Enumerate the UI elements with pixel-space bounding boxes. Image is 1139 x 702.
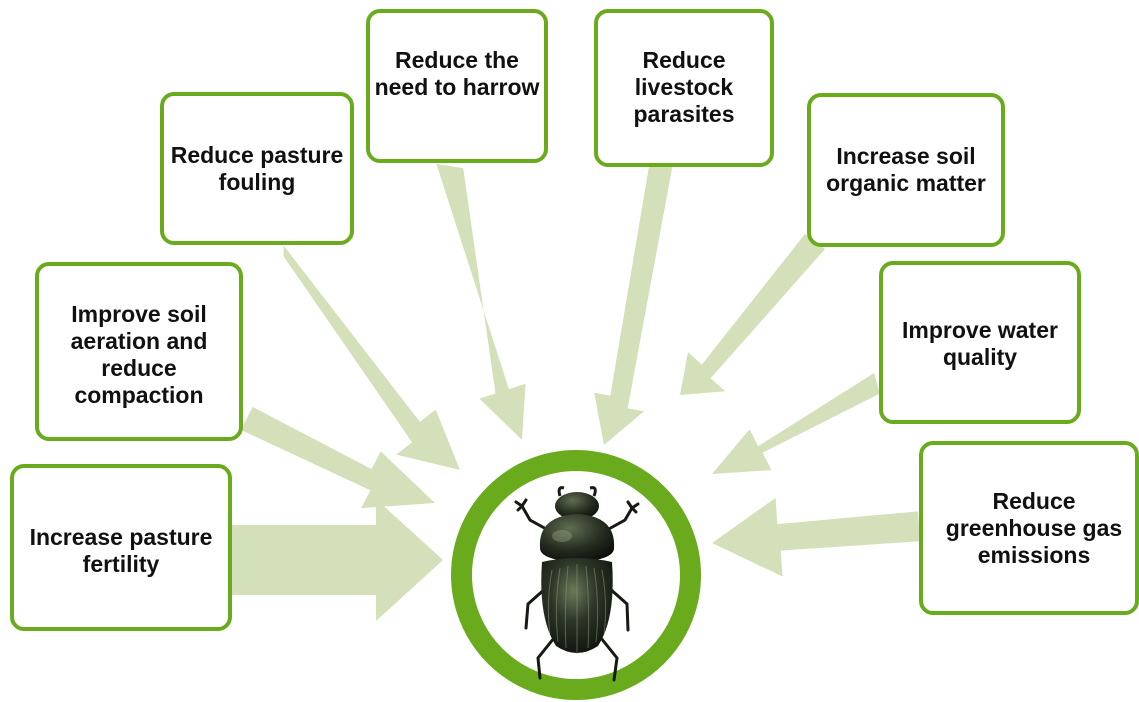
- arrow-from-soil-aeration: [240, 407, 435, 509]
- benefit-label: Reduce livestock parasites: [633, 47, 735, 127]
- arrow-from-greenhouse-gas: [712, 497, 920, 577]
- dung-beetle-icon: [514, 486, 640, 682]
- arrow-from-need-to-harrow: [436, 163, 526, 440]
- benefit-label: Reduce greenhouse gas emissions: [945, 487, 1123, 568]
- benefit-box-water-quality: Improve water quality: [879, 261, 1081, 424]
- arrow-from-pasture-fouling: [283, 245, 460, 470]
- benefit-label: Increase soil organic matter: [826, 143, 986, 196]
- benefit-label: Reduce the need to harrow: [374, 47, 540, 100]
- benefit-box-soil-aeration: Improve soil aeration and reduce compact…: [35, 262, 243, 441]
- arrow-from-pasture-fertility: [232, 499, 443, 621]
- benefit-box-soil-organic-matter: Increase soil organic matter: [807, 93, 1005, 247]
- arrow-from-soil-organic-matter: [680, 234, 825, 395]
- benefit-label: Improve water quality: [902, 317, 1058, 370]
- arrow-from-livestock-parasites: [594, 162, 673, 445]
- benefit-box-pasture-fouling: Reduce pasture fouling: [160, 92, 354, 245]
- benefit-label: Improve soil aeration and reduce compact…: [70, 300, 208, 408]
- benefit-box-need-to-harrow: Reduce the need to harrow: [366, 9, 548, 163]
- arrow-from-water-quality: [712, 373, 880, 474]
- benefit-box-pasture-fertility: Increase pasture fertility: [10, 464, 232, 631]
- benefit-box-greenhouse-gas: Reduce greenhouse gas emissions: [919, 441, 1139, 615]
- benefit-box-livestock-parasites: Reduce livestock parasites: [594, 9, 774, 167]
- benefit-label: Reduce pasture fouling: [170, 141, 344, 195]
- benefit-label: Increase pasture fertility: [29, 523, 213, 577]
